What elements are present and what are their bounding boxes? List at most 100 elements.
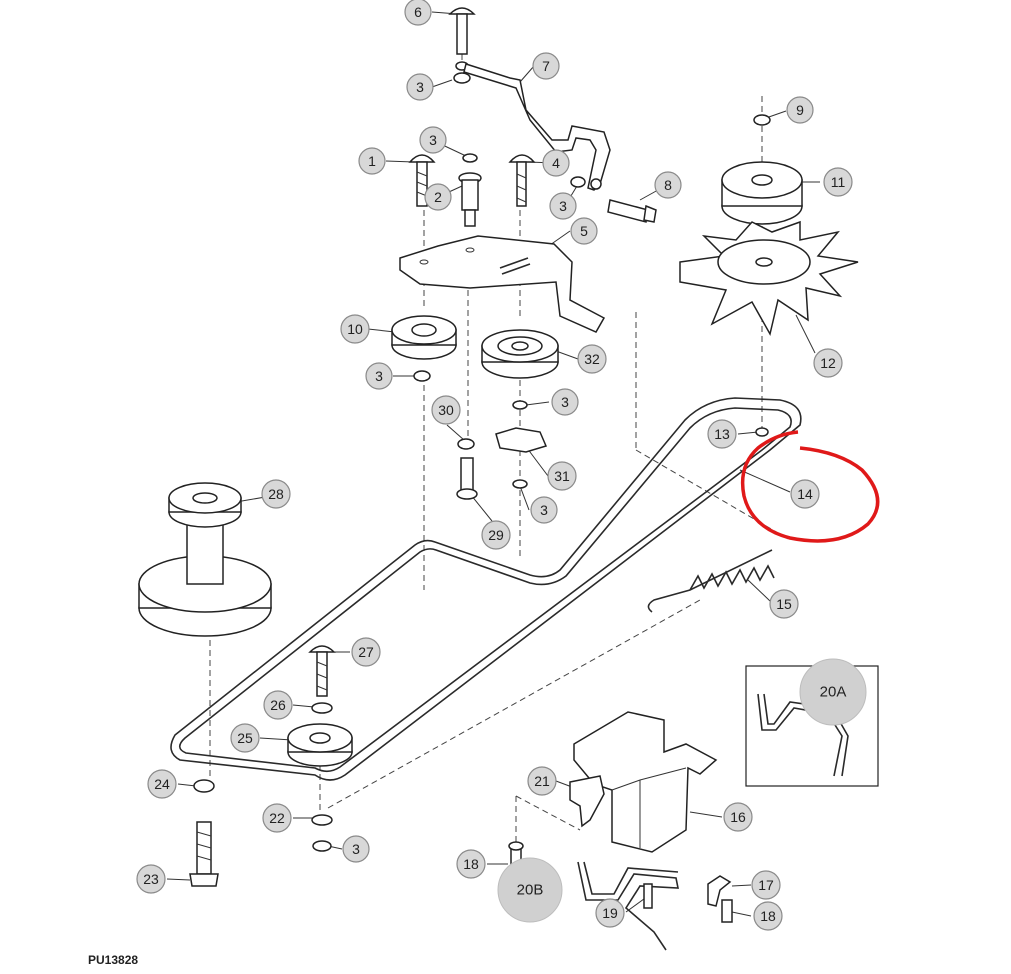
svg-text:3: 3 [416, 79, 424, 95]
svg-text:4: 4 [552, 155, 560, 171]
idler-pulley-32 [481, 329, 559, 379]
nut-9 [753, 114, 771, 126]
bolt-18-right [721, 899, 733, 923]
callout-7[interactable]: 7 [532, 52, 560, 80]
callout-10[interactable]: 10 [340, 314, 370, 344]
callout-26[interactable]: 26 [263, 690, 293, 720]
svg-text:7: 7 [542, 58, 550, 74]
bracket-5 [399, 235, 606, 333]
svg-text:6: 6 [414, 4, 422, 20]
callout-3-b[interactable]: 3 [419, 126, 447, 154]
callout-22[interactable]: 22 [262, 803, 292, 833]
svg-text:3: 3 [559, 198, 567, 214]
svg-text:5: 5 [580, 223, 588, 239]
callout-27[interactable]: 27 [351, 637, 381, 667]
washer-13 [755, 427, 769, 437]
callout-19[interactable]: 19 [595, 898, 625, 928]
highlight-ring [740, 430, 880, 543]
svg-text:3: 3 [352, 841, 360, 857]
nut-3-lower [512, 479, 528, 489]
callout-23[interactable]: 23 [136, 864, 166, 894]
fan-pulley-11 [721, 161, 803, 225]
idler-pulley-10 [391, 315, 457, 360]
callout-24[interactable]: 24 [147, 769, 177, 799]
callout-21[interactable]: 21 [527, 766, 557, 796]
svg-text:3: 3 [540, 502, 548, 518]
callout-3-f[interactable]: 3 [530, 496, 558, 524]
stud-29 [456, 457, 478, 500]
washer-26 [311, 702, 333, 714]
svg-text:17: 17 [758, 877, 774, 893]
callout-28[interactable]: 28 [261, 479, 291, 509]
nut-3-mid [570, 176, 586, 188]
callout-6[interactable]: 6 [404, 0, 432, 26]
drive-belt [170, 397, 802, 781]
svg-text:26: 26 [270, 697, 286, 713]
svg-text:27: 27 [358, 644, 374, 660]
cooling-fan-12 [679, 220, 859, 337]
spacer-2 [458, 172, 482, 227]
callout-18-b[interactable]: 18 [753, 901, 783, 931]
callout-3-a[interactable]: 3 [406, 73, 434, 101]
control-rod-7 [463, 63, 611, 191]
svg-text:3: 3 [429, 132, 437, 148]
callout-8[interactable]: 8 [654, 171, 682, 199]
svg-text:3: 3 [375, 368, 383, 384]
callout-5[interactable]: 5 [570, 217, 598, 245]
callout-31[interactable]: 31 [547, 461, 577, 491]
svg-text:21: 21 [534, 773, 550, 789]
callout-13[interactable]: 13 [707, 419, 737, 449]
nut-24 [193, 779, 215, 793]
svg-text:13: 13 [714, 426, 730, 442]
washer-30 [457, 438, 475, 450]
svg-text:25: 25 [237, 730, 253, 746]
callout-20b[interactable]: 20B [497, 857, 563, 923]
callout-3-e[interactable]: 3 [551, 388, 579, 416]
callout-20a[interactable]: 20A [799, 658, 867, 726]
callout-12[interactable]: 12 [813, 348, 843, 378]
callout-17[interactable]: 17 [751, 870, 781, 900]
pulley-25 [287, 723, 353, 767]
nut-3-right [512, 400, 528, 410]
callout-4[interactable]: 4 [542, 149, 570, 177]
callout-32[interactable]: 32 [577, 344, 607, 374]
callout-18-a[interactable]: 18 [456, 849, 486, 879]
bolt-1 [408, 154, 436, 207]
svg-text:10: 10 [347, 321, 363, 337]
carriage-bolt-6 [448, 7, 476, 55]
callout-3-c[interactable]: 3 [549, 192, 577, 220]
diagram-code-label: PU13828 [88, 953, 138, 967]
svg-text:19: 19 [602, 905, 618, 921]
leader-lines [166, 11, 820, 917]
svg-text:16: 16 [730, 809, 746, 825]
callout-9[interactable]: 9 [786, 96, 814, 124]
callout-16[interactable]: 16 [723, 802, 753, 832]
svg-text:1: 1 [368, 153, 376, 169]
callout-11[interactable]: 11 [823, 167, 853, 197]
nut-3-bottom [312, 840, 332, 852]
svg-text:30: 30 [438, 402, 454, 418]
svg-text:14: 14 [797, 486, 813, 502]
svg-text:15: 15 [776, 596, 792, 612]
callout-3-d[interactable]: 3 [365, 362, 393, 390]
svg-text:24: 24 [154, 776, 170, 792]
callout-30[interactable]: 30 [431, 395, 461, 425]
callout-3-g[interactable]: 3 [342, 835, 370, 863]
washer-22 [311, 814, 333, 826]
callout-2[interactable]: 2 [424, 183, 452, 211]
rod-20b [577, 861, 679, 951]
callout-25[interactable]: 25 [230, 723, 260, 753]
callout-1[interactable]: 1 [358, 147, 386, 175]
callout-14[interactable]: 14 [790, 479, 820, 509]
callout-29[interactable]: 29 [481, 520, 511, 550]
callout-15[interactable]: 15 [769, 589, 799, 619]
svg-text:18: 18 [760, 908, 776, 924]
bolt-8 [607, 199, 657, 223]
svg-text:23: 23 [143, 871, 159, 887]
svg-text:22: 22 [269, 810, 285, 826]
clip-21 [569, 775, 605, 828]
svg-text:8: 8 [664, 177, 672, 193]
clip-31 [495, 427, 548, 453]
